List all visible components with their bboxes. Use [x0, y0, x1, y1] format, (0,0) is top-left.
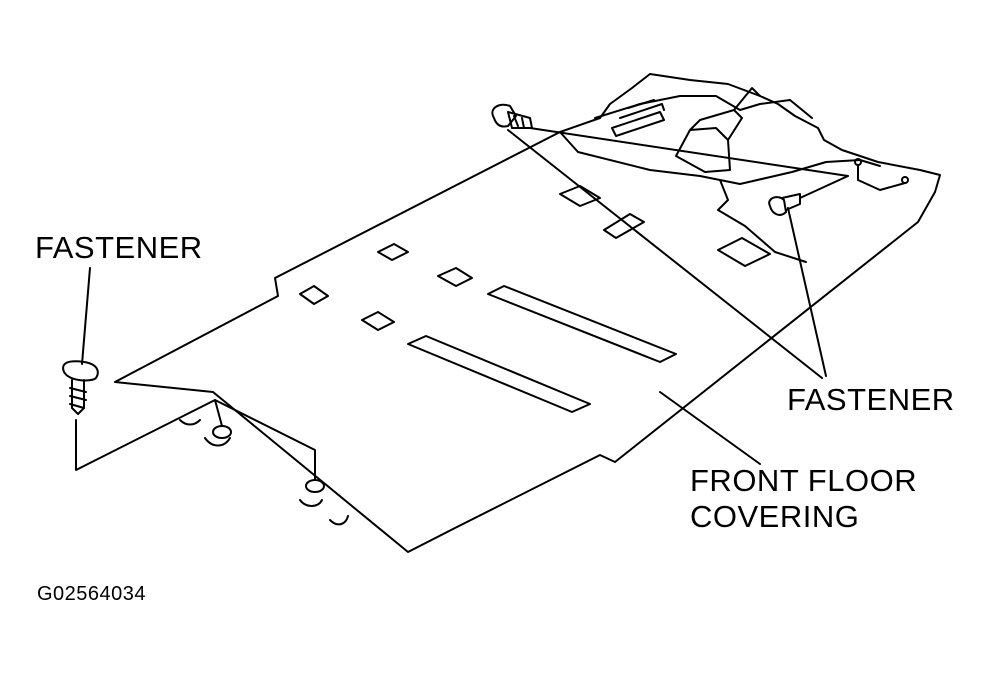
push-fastener-icon	[768, 193, 801, 216]
floor-holes	[299, 185, 771, 331]
front-floor-covering-line-2: COVERING	[690, 499, 860, 534]
figure-code: G02564034	[37, 583, 147, 605]
tunnel-outline	[559, 95, 881, 263]
left-fastener-leader	[75, 267, 316, 481]
edge-notches	[179, 419, 349, 526]
floor-covering-outline	[114, 73, 941, 553]
fastener-label-right: FASTENER	[787, 382, 955, 417]
right-fastener-leaders	[507, 127, 849, 379]
floor-slots	[407, 285, 677, 413]
mount-link	[857, 164, 906, 191]
front-hole-1	[212, 425, 232, 439]
clip-fastener-icon	[491, 103, 533, 129]
vent-slats	[611, 99, 665, 137]
front-floor-covering-line-1: FRONT FLOOR	[690, 463, 918, 498]
front-hole-2	[305, 479, 325, 493]
bracket-block	[675, 87, 761, 173]
screw-fastener-icon	[62, 360, 99, 415]
fastener-label-left: FASTENER	[35, 230, 203, 265]
covering-leader	[659, 391, 761, 465]
front-floor-covering-label: FRONT FLOOR COVERING	[690, 463, 917, 535]
